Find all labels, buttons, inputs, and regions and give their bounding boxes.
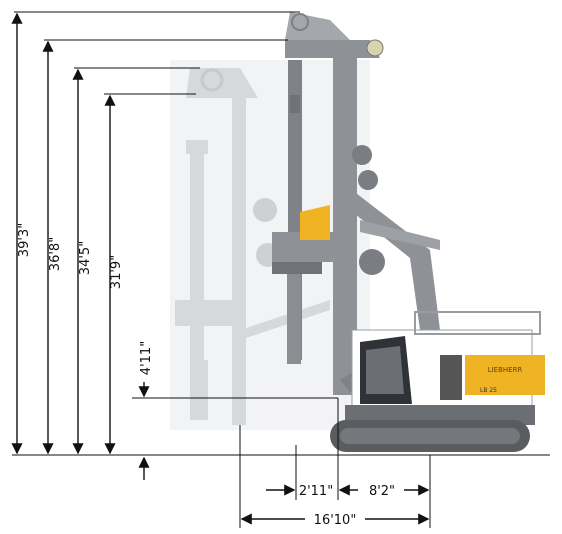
dim-label-4-11: 4'11" <box>139 341 154 375</box>
reference-lines <box>14 11 431 528</box>
model-text: LB 25 <box>480 387 497 394</box>
dim-label-8-2: 8'2" <box>369 484 395 499</box>
rig-carrier-illustration: LIEBHERR LB 25 <box>345 311 545 425</box>
vertical-dimension-arrows <box>11 12 150 480</box>
dim-label-34-5: 34'5" <box>78 241 93 275</box>
dim-label-36-8: 36'8" <box>48 237 63 271</box>
crawler-track-illustration <box>330 420 530 452</box>
dim-label-31-9: 31'9" <box>109 255 124 289</box>
dim-label-2-11: 2'11" <box>299 484 333 499</box>
dim-label-39-3: 39'3" <box>17 223 32 257</box>
dim-label-16-10: 16'10" <box>314 513 357 528</box>
horizontal-dimension-arrows <box>240 484 430 525</box>
brand-text: LIEBHERR <box>488 366 523 374</box>
